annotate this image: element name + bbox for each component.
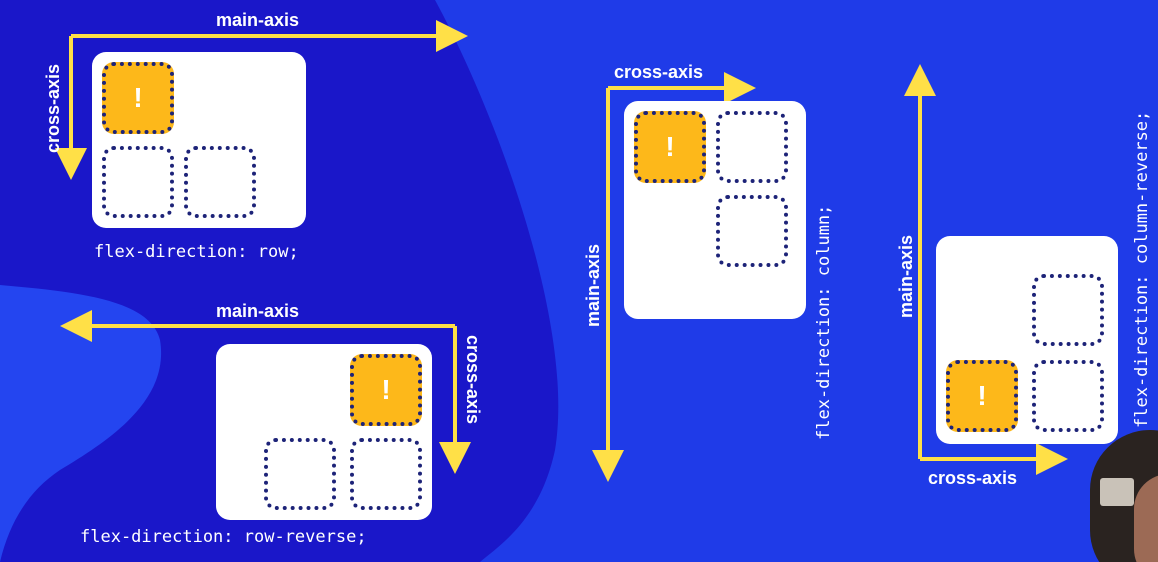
light-panel-shape xyxy=(0,285,162,562)
cross-axis-label-row-reverse: cross-axis xyxy=(463,335,483,425)
main-axis-label-row: main-axis xyxy=(216,10,300,30)
flex-container-column-reverse: ! xyxy=(936,236,1118,444)
flex-item-3 xyxy=(264,438,336,510)
code-row-reverse: flex-direction: row-reverse; xyxy=(80,527,367,547)
flex-container-row: ! xyxy=(92,52,306,228)
code-column: flex-direction: column; xyxy=(814,204,834,440)
code-column-reverse: flex-direction: column-reverse; xyxy=(1132,110,1152,428)
flex-item-1: ! xyxy=(946,360,1018,432)
cross-axis-label-column-reverse: cross-axis xyxy=(928,468,1018,488)
cross-axis-label-row: cross-axis xyxy=(43,63,63,153)
main-axis-label-column: main-axis xyxy=(583,243,603,327)
flex-container-column: ! xyxy=(624,101,806,319)
flex-item-3 xyxy=(716,195,788,267)
flex-item-2 xyxy=(102,146,174,218)
webcam-overlay xyxy=(1090,430,1158,562)
cross-axis-label-column: cross-axis xyxy=(614,62,704,82)
flex-item-3 xyxy=(1032,274,1104,346)
presenter-face xyxy=(1134,474,1158,562)
flex-item-1: ! xyxy=(350,354,422,426)
code-row: flex-direction: row; xyxy=(94,242,299,262)
monitor-shape xyxy=(1100,478,1134,506)
flex-item-2 xyxy=(1032,360,1104,432)
flex-item-2 xyxy=(350,438,422,510)
flex-container-row-reverse: ! xyxy=(216,344,432,520)
flex-item-1: ! xyxy=(102,62,174,134)
flex-item-3 xyxy=(184,146,256,218)
flex-item-2 xyxy=(716,111,788,183)
flex-item-1: ! xyxy=(634,111,706,183)
main-axis-label-row-reverse: main-axis xyxy=(216,301,300,321)
main-axis-label-column-reverse: main-axis xyxy=(896,234,916,318)
